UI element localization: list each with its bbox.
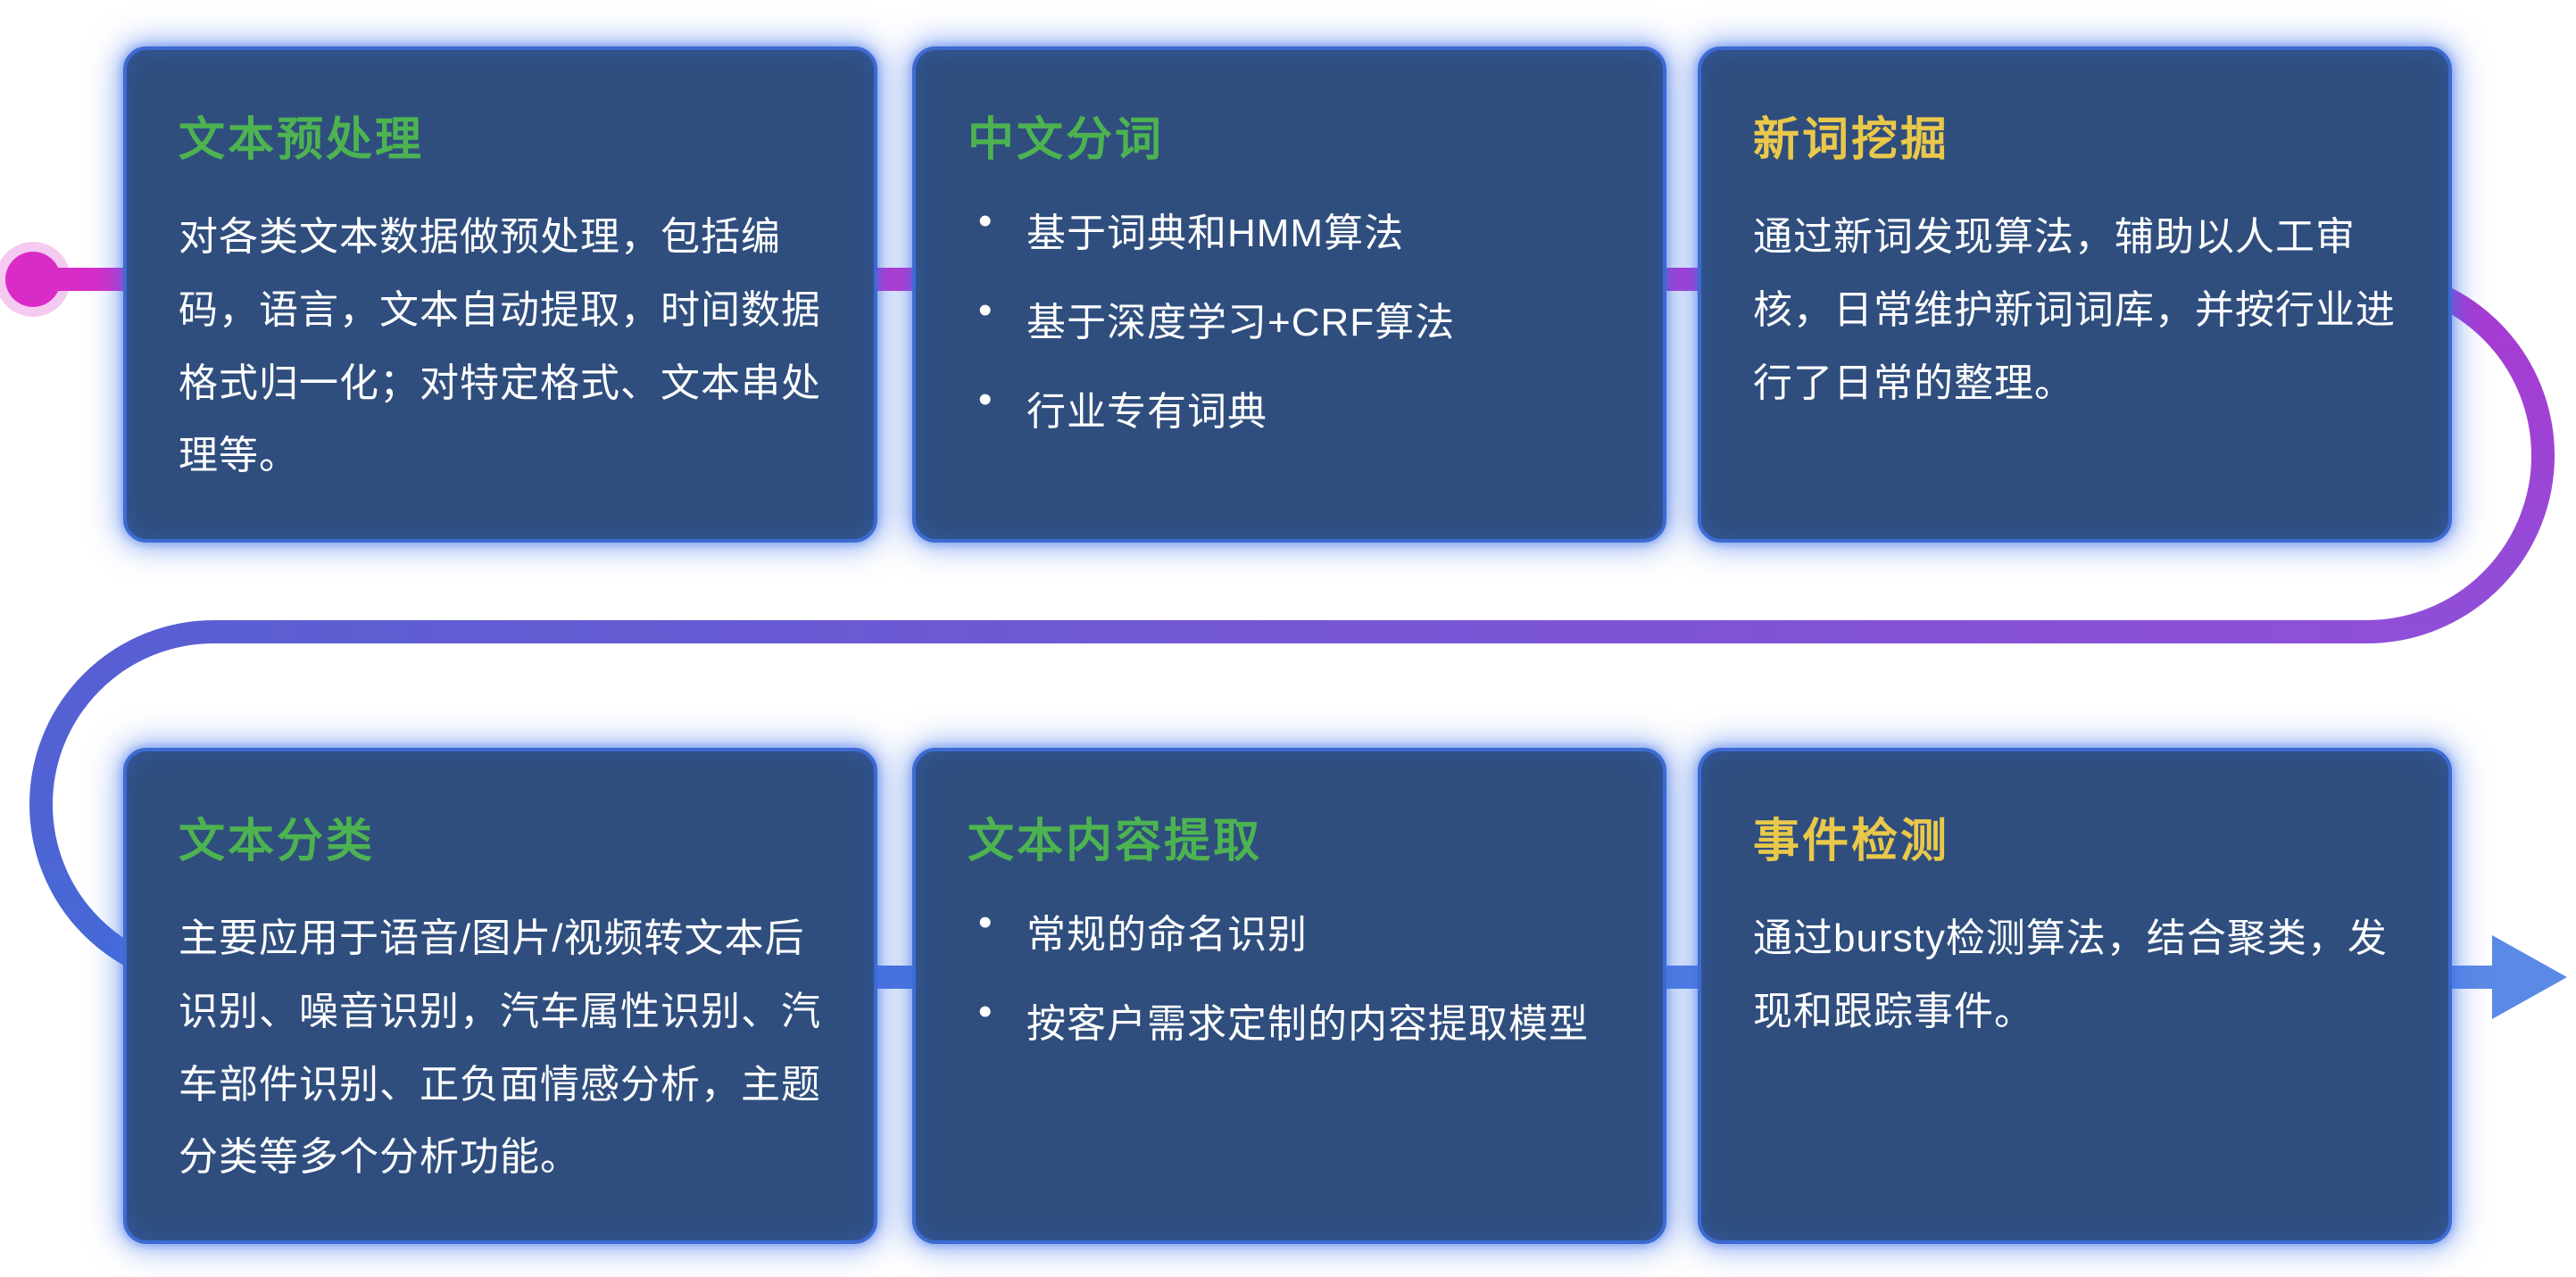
card-text-preprocessing: 文本预处理 对各类文本数据做预处理，包括编码，语言，文本自动提取，时间数据格式归…	[123, 46, 877, 543]
card-title: 文本分类	[179, 816, 376, 867]
card-body: 通过bursty检测算法，结合聚类，发现和跟踪事件。	[1753, 916, 2388, 1033]
bullet-item: 按客户需求定制的内容提取模型	[968, 990, 1611, 1049]
card-text-content-extraction: 文本内容提取 常规的命名识别 按客户需求定制的内容提取模型	[912, 748, 1666, 1244]
card-title: 事件检测	[1753, 816, 1950, 867]
flow-arrow-head-icon	[2492, 935, 2567, 1019]
card-title: 新词挖掘	[1753, 114, 1950, 166]
card-new-word-mining: 新词挖掘 通过新词发现算法，辅助以人工审核，日常维护新词词库，并按行业进行了日常…	[1698, 46, 2452, 543]
card-chinese-word-segmentation: 中文分词 基于词典和HMM算法 基于深度学习+CRF算法 行业专有词典	[912, 46, 1666, 543]
card-title: 中文分词	[968, 114, 1165, 166]
bullet-item: 行业专有词典	[968, 377, 1611, 436]
bullet-list: 基于词典和HMM算法 基于深度学习+CRF算法 行业专有词典	[968, 199, 1611, 436]
card-text-classification: 文本分类 主要应用于语音/图片/视频转文本后识别、噪音识别，汽车属性识别、汽车部…	[123, 748, 877, 1244]
flow-start-dot-icon	[5, 252, 61, 307]
card-body: 通过新词发现算法，辅助以人工审核，日常维护新词词库，并按行业进行了日常的整理。	[1753, 215, 2396, 405]
card-title: 文本预处理	[179, 114, 425, 166]
bullet-item: 常规的命名识别	[968, 900, 1611, 959]
card-event-detection: 事件检测 通过bursty检测算法，结合聚类，发现和跟踪事件。	[1698, 748, 2452, 1244]
card-body: 主要应用于语音/图片/视频转文本后识别、噪音识别，汽车属性识别、汽车部件识别、正…	[179, 916, 821, 1180]
card-title: 文本内容提取	[968, 816, 1263, 867]
bullet-item: 基于深度学习+CRF算法	[968, 288, 1611, 347]
bullet-item: 基于词典和HMM算法	[968, 199, 1611, 258]
card-body: 对各类文本数据做预处理，包括编码，语言，文本自动提取，时间数据格式归一化；对特定…	[179, 215, 821, 478]
bullet-list: 常规的命名识别 按客户需求定制的内容提取模型	[968, 900, 1611, 1049]
